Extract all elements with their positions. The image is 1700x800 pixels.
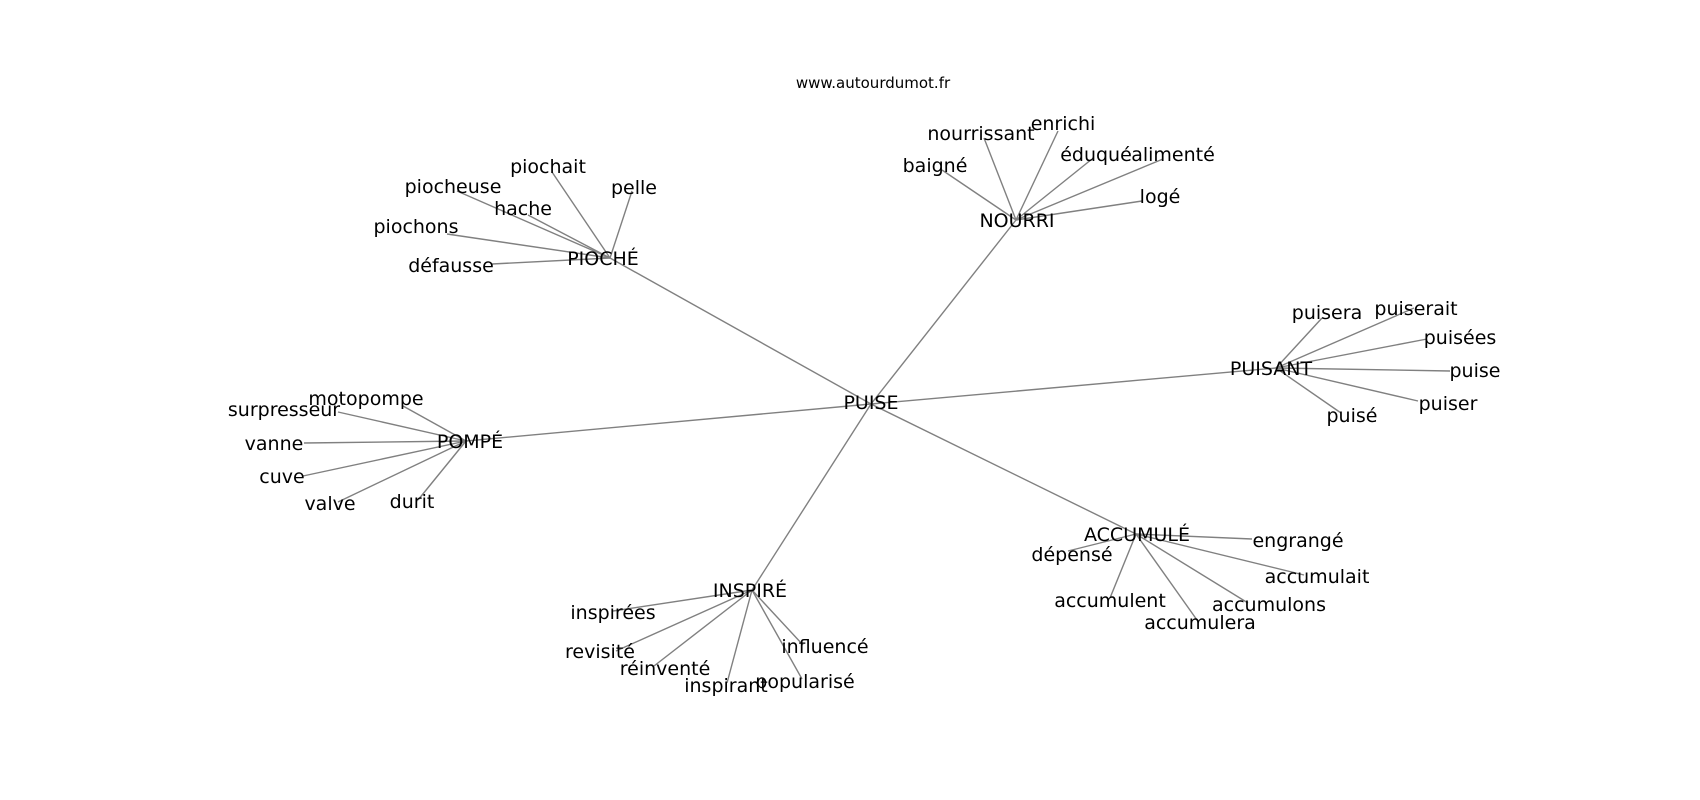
edge-puise-puisant <box>870 367 1277 405</box>
edge-puisant-puisees <box>1275 338 1428 369</box>
edge-pioche-pelle <box>609 190 633 259</box>
edge-pioche-hache <box>527 214 611 259</box>
edge-pompe-cuve <box>302 440 467 477</box>
leaf-label-durit: durit <box>390 491 435 513</box>
edge-nourri-enrichi <box>1015 130 1059 221</box>
edge-nourri-loge <box>1015 200 1143 221</box>
leaf-label-piocheuse: piocheuse <box>405 176 502 198</box>
leaf-label-valve: valve <box>304 493 355 515</box>
edge-accumule-engrange <box>1135 533 1253 540</box>
leaf-label-reinvente: réinventé <box>620 658 711 680</box>
edge-pompe-surpresseur <box>337 411 467 442</box>
leaf-label-cuve: cuve <box>259 466 304 488</box>
edge-puisant-puisera <box>1275 317 1323 369</box>
edge-pioche-piocheuse <box>456 190 611 259</box>
leaf-label-puisees: puisées <box>1424 327 1497 349</box>
edge-accumule-accumulent <box>1109 533 1137 599</box>
edge-accumule-accumulera <box>1135 533 1198 621</box>
leaf-label-surpresseur: surpresseur <box>228 399 340 421</box>
edge-inspire-reinvente <box>653 589 753 667</box>
edge-inspire-popularise <box>751 589 803 680</box>
edge-inspire-revisite <box>615 589 753 652</box>
edge-pompe-valve <box>337 440 467 503</box>
leaf-label-puise: puisé <box>1327 405 1378 427</box>
leaf-label-accumulera: accumulera <box>1144 612 1256 634</box>
leaf-label-depense: dépensé <box>1031 544 1112 566</box>
leaf-label-accumulait: accumulait <box>1265 566 1370 588</box>
hub-label-accumule: ACCUMULÉ <box>1084 523 1190 546</box>
edge-nourri-baigne <box>941 169 1017 221</box>
leaf-label-vanne: vanne <box>245 433 304 455</box>
leaf-label-loge: logé <box>1140 186 1181 208</box>
leaf-label-defausse: défausse <box>408 255 494 277</box>
edge-puise-inspire <box>751 403 872 591</box>
edge-inspire-inspirant <box>726 589 753 684</box>
edge-puisant-puise <box>1275 367 1451 372</box>
edges-layer <box>302 130 1451 684</box>
hub-label-puisant: PUISANT <box>1230 358 1313 380</box>
edge-puise-pompe <box>465 403 872 442</box>
edge-inspire-inspirees <box>612 589 753 612</box>
leaf-label-engrange: engrangé <box>1252 530 1343 552</box>
hub-label-nourri: NOURRI <box>979 210 1054 232</box>
edge-puisant-puiserait <box>1275 307 1415 369</box>
leaf-label-popularise: popularisé <box>755 671 854 693</box>
leaf-label-inspirant: inspirant <box>684 675 768 697</box>
leaf-label-accumulons: accumulons <box>1212 594 1326 616</box>
leaf-label-accumulent: accumulent <box>1054 590 1166 612</box>
leaf-label-puise: puise <box>1450 360 1501 382</box>
leaf-label-baigne: baigné <box>903 155 968 177</box>
edge-pioche-piochait <box>551 171 611 259</box>
edge-nourri-eduque <box>1015 158 1093 221</box>
edge-pompe-durit <box>417 440 467 501</box>
edge-accumule-accumulons <box>1135 533 1249 604</box>
leaf-label-puiserait: puiserait <box>1374 298 1457 320</box>
edge-puise-pioche <box>609 257 872 405</box>
leaf-label-puiser: puiser <box>1419 393 1478 415</box>
node-label-puise: PUISE <box>843 392 898 414</box>
edge-accumule-accumulait <box>1135 533 1305 576</box>
site-label: www.autourdumot.fr <box>796 74 951 92</box>
leaf-label-nourrissant: nourrissant <box>927 123 1034 145</box>
leaf-label-eduque: éduqué <box>1060 144 1132 166</box>
edge-inspire-influence <box>751 589 804 646</box>
edge-puisant-puise <box>1275 367 1342 414</box>
leaf-label-piochons: piochons <box>373 216 458 238</box>
edge-puise-accumule <box>870 403 1137 535</box>
leaf-label-piochait: piochait <box>510 156 586 178</box>
leaf-label-pelle: pelle <box>611 177 657 199</box>
leaf-label-revisite: revisité <box>565 641 635 663</box>
leaf-label-hache: hache <box>494 198 552 220</box>
edge-pioche-defausse <box>491 257 611 265</box>
leaf-label-enrichi: enrichi <box>1031 113 1096 135</box>
edge-nourri-alimente <box>1015 158 1164 221</box>
edge-pioche-piochons <box>446 233 611 259</box>
hub-label-pompe: POMPÉ <box>437 430 503 453</box>
leaf-label-puisera: puisera <box>1292 302 1362 324</box>
edge-pompe-vanne <box>303 440 467 444</box>
leaf-label-influence: influencé <box>781 636 868 658</box>
edge-accumule-depense <box>1067 533 1137 552</box>
leaf-label-alimente: alimenté <box>1131 144 1215 166</box>
edge-nourri-nourrissant <box>983 137 1017 221</box>
leaf-label-motopompe: motopompe <box>308 388 423 410</box>
leaf-label-inspirees: inspirées <box>570 602 655 624</box>
edge-pompe-motopompe <box>402 405 467 442</box>
hub-label-pioche: PIOCHÉ <box>567 247 639 270</box>
labels-layer: PUISE PIOCHÉ piochait piocheuse pelle hache pi… <box>228 113 1501 697</box>
edge-puisant-puiser <box>1275 367 1419 402</box>
hub-label-inspire: INSPIRÉ <box>713 579 787 602</box>
edge-puise-nourri <box>870 219 1017 405</box>
